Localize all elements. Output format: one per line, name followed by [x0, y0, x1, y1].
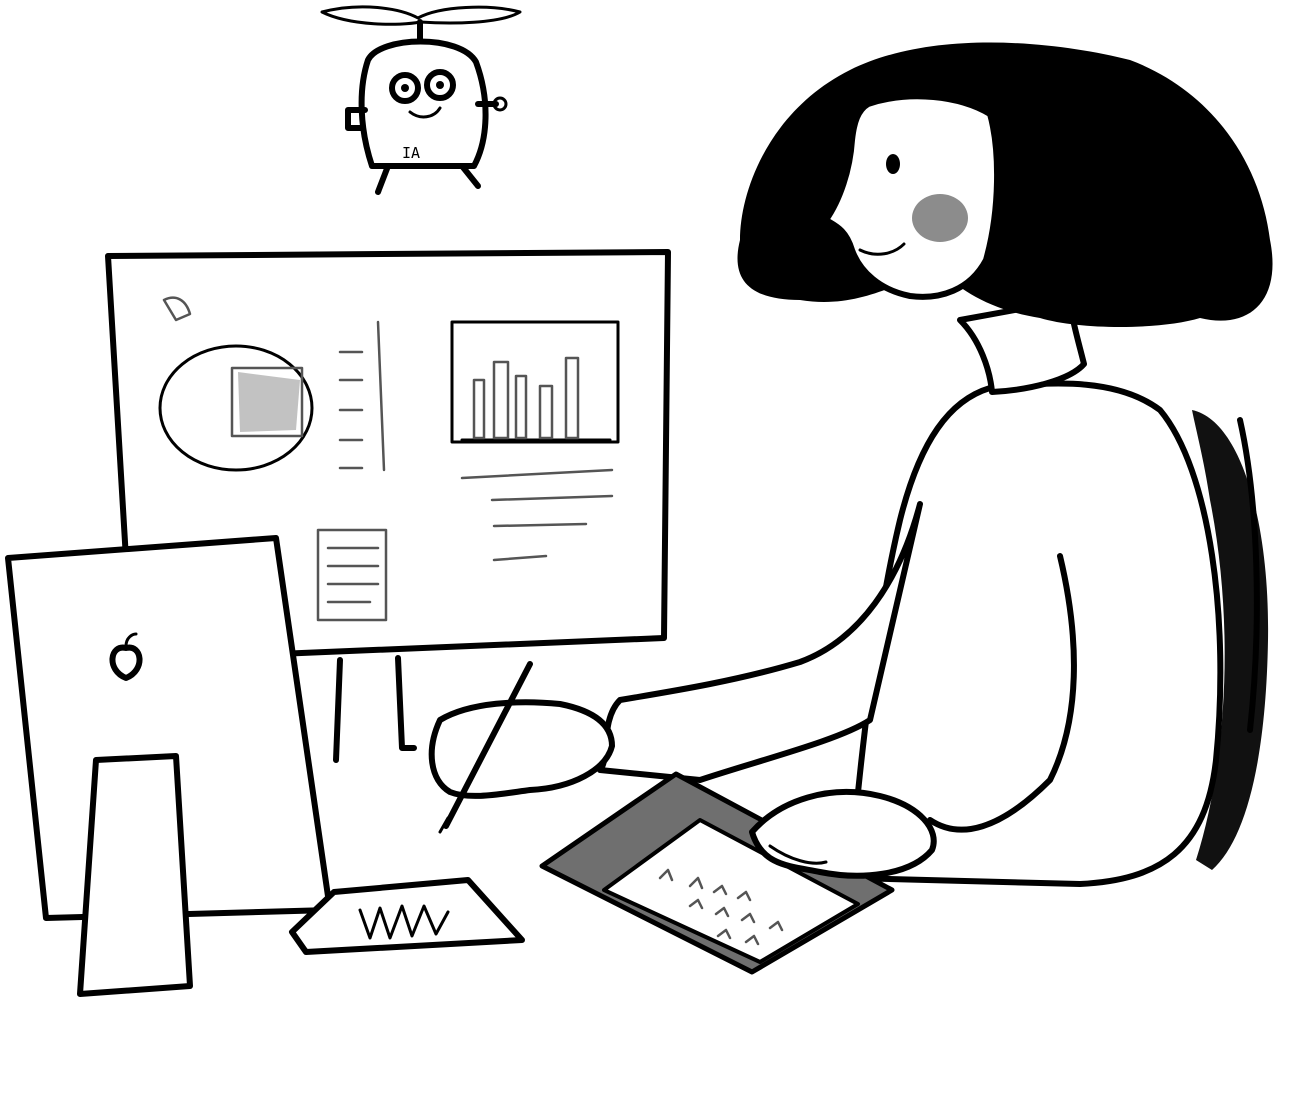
note-card [289, 877, 525, 955]
flying-robot: IA [320, 5, 522, 195]
woman [428, 42, 1273, 975]
drawing-tablet [539, 771, 895, 975]
robot-label: IA [402, 144, 420, 162]
dashboard-sketch [158, 296, 620, 622]
chair [1192, 410, 1269, 870]
desktop-computer-back [5, 535, 333, 997]
apple-icon [109, 632, 143, 681]
